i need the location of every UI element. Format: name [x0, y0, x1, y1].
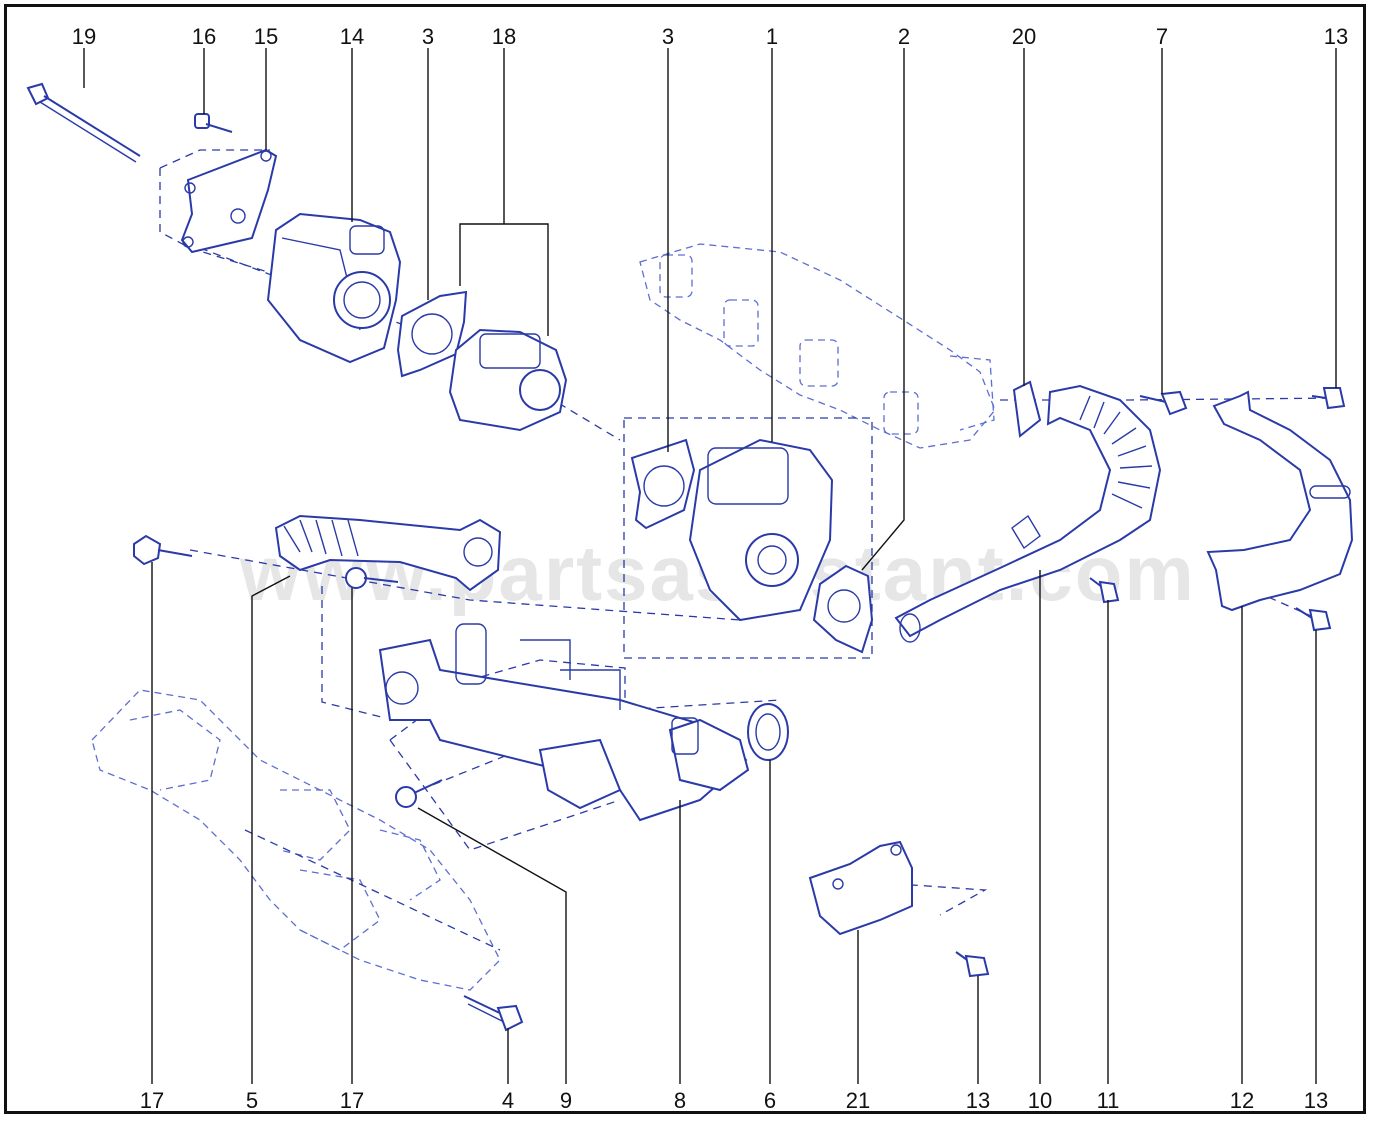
callout-1: 1 [766, 24, 778, 49]
heat-shield-12 [1206, 390, 1354, 612]
callout-8: 8 [674, 1088, 686, 1113]
bolt-13-right [1295, 607, 1332, 632]
egr-cooler-8 [378, 623, 750, 822]
bracket-21 [808, 840, 913, 936]
throttle-actuator-14 [266, 212, 402, 364]
diagram-frame [4, 4, 1366, 1114]
bolt-17-middle [345, 567, 399, 589]
exhaust-manifold-ghost [639, 243, 996, 449]
bolt-7 [1139, 390, 1188, 416]
callout-16: 16 [192, 24, 216, 49]
egr-pipe-5 [274, 514, 502, 592]
callout-17-left: 17 [140, 1088, 164, 1113]
egr-valve-1 [688, 438, 834, 622]
callout-7: 7 [1156, 24, 1168, 49]
callout-18: 18 [492, 24, 516, 49]
gasket-2 [812, 564, 874, 654]
long-bolt-19 [26, 82, 141, 163]
gasket-3-right [630, 438, 696, 530]
bolt-9 [395, 779, 443, 808]
callout-13-right: 13 [1304, 1088, 1328, 1113]
bottom-callout-numbers: 17 5 17 4 9 8 6 21 13 10 11 12 13 [140, 1088, 1328, 1113]
intake-manifold-ghost [91, 689, 501, 991]
callout-11: 11 [1097, 1088, 1120, 1113]
bolt-11 [1089, 577, 1120, 604]
callout-3-right: 3 [662, 24, 674, 49]
callout-6: 6 [764, 1088, 776, 1113]
pipe-connector-20 [1012, 380, 1042, 438]
callout-13-bottom: 13 [966, 1088, 990, 1113]
callout-5: 5 [246, 1088, 258, 1113]
callout-20: 20 [1012, 24, 1036, 49]
flexible-egr-pipe-10 [894, 384, 1162, 643]
callout-2: 2 [898, 24, 910, 49]
callout-9: 9 [560, 1088, 572, 1113]
callout-14: 14 [340, 24, 364, 49]
callout-15: 15 [254, 24, 278, 49]
bolt-13-bottom [955, 951, 990, 978]
bolt-17-left [133, 534, 193, 566]
callout-21: 21 [846, 1088, 870, 1113]
callout-3-left: 3 [422, 24, 434, 49]
callout-leader-lines [83, 48, 1337, 1084]
callout-13-top: 13 [1324, 24, 1348, 49]
bolt-4 [463, 995, 524, 1032]
cover-plate-15 [180, 148, 278, 254]
top-callout-numbers: 19 16 15 14 3 18 3 1 2 20 7 13 [72, 24, 1348, 49]
hose-clamp-6 [747, 703, 789, 761]
bolt-13-top [1311, 387, 1346, 410]
callout-10: 10 [1028, 1088, 1052, 1113]
small-bolt-16 [194, 113, 233, 133]
callout-17-middle: 17 [340, 1088, 364, 1113]
callout-19: 19 [72, 24, 96, 49]
callout-12: 12 [1230, 1088, 1254, 1113]
throttle-body-18 [448, 328, 568, 432]
callout-4: 4 [502, 1088, 514, 1113]
